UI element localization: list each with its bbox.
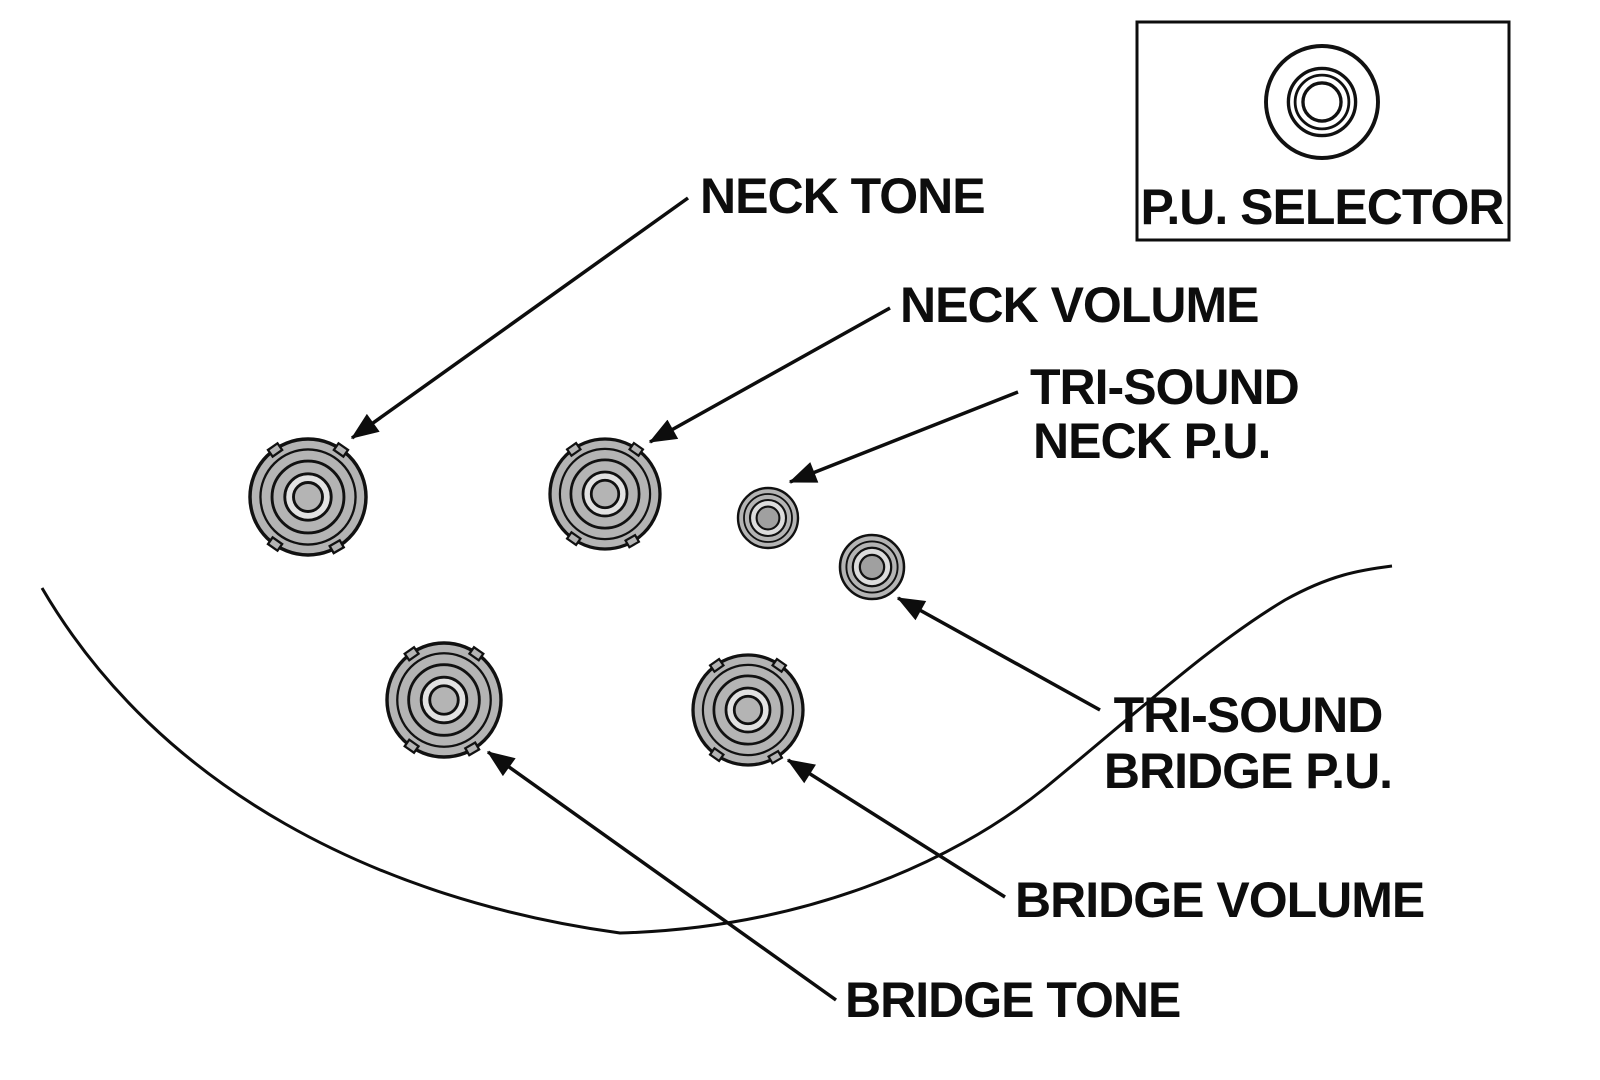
pu-selector-label: P.U. SELECTOR [1140,179,1504,235]
leader-bridge-volume [786,758,1006,899]
pu-selector-knob [1264,44,1380,160]
leader-bridge-tone [486,750,838,1002]
leader-tri-sound-neck [788,390,1019,484]
tri-sound-neck-switch [736,486,800,550]
leader-tri-sound-bridge [896,596,1101,712]
neck-volume-label: NECK VOLUME [900,277,1258,333]
tri-sound-neck-label-line2: NECK P.U. [1033,413,1270,469]
tri-sound-bridge-label-line1: TRI-SOUND [1114,687,1383,743]
leader-neck-volume [648,306,891,444]
bridge-tone-label: BRIDGE TONE [845,972,1180,1028]
bridge-tone-knob [385,641,503,759]
tri-sound-bridge-label-line2: BRIDGE P.U. [1104,743,1392,799]
tri-sound-bridge-switch [838,533,906,601]
neck-volume-knob [548,437,662,551]
bridge-volume-knob [691,653,805,767]
tri-sound-neck-label-line1: TRI-SOUND [1030,359,1299,415]
bridge-volume-label: BRIDGE VOLUME [1015,872,1424,928]
guitar-body-outline [40,564,1393,935]
leader-neck-tone [350,196,690,440]
neck-tone-label: NECK TONE [700,168,985,224]
neck-tone-knob [248,437,368,557]
